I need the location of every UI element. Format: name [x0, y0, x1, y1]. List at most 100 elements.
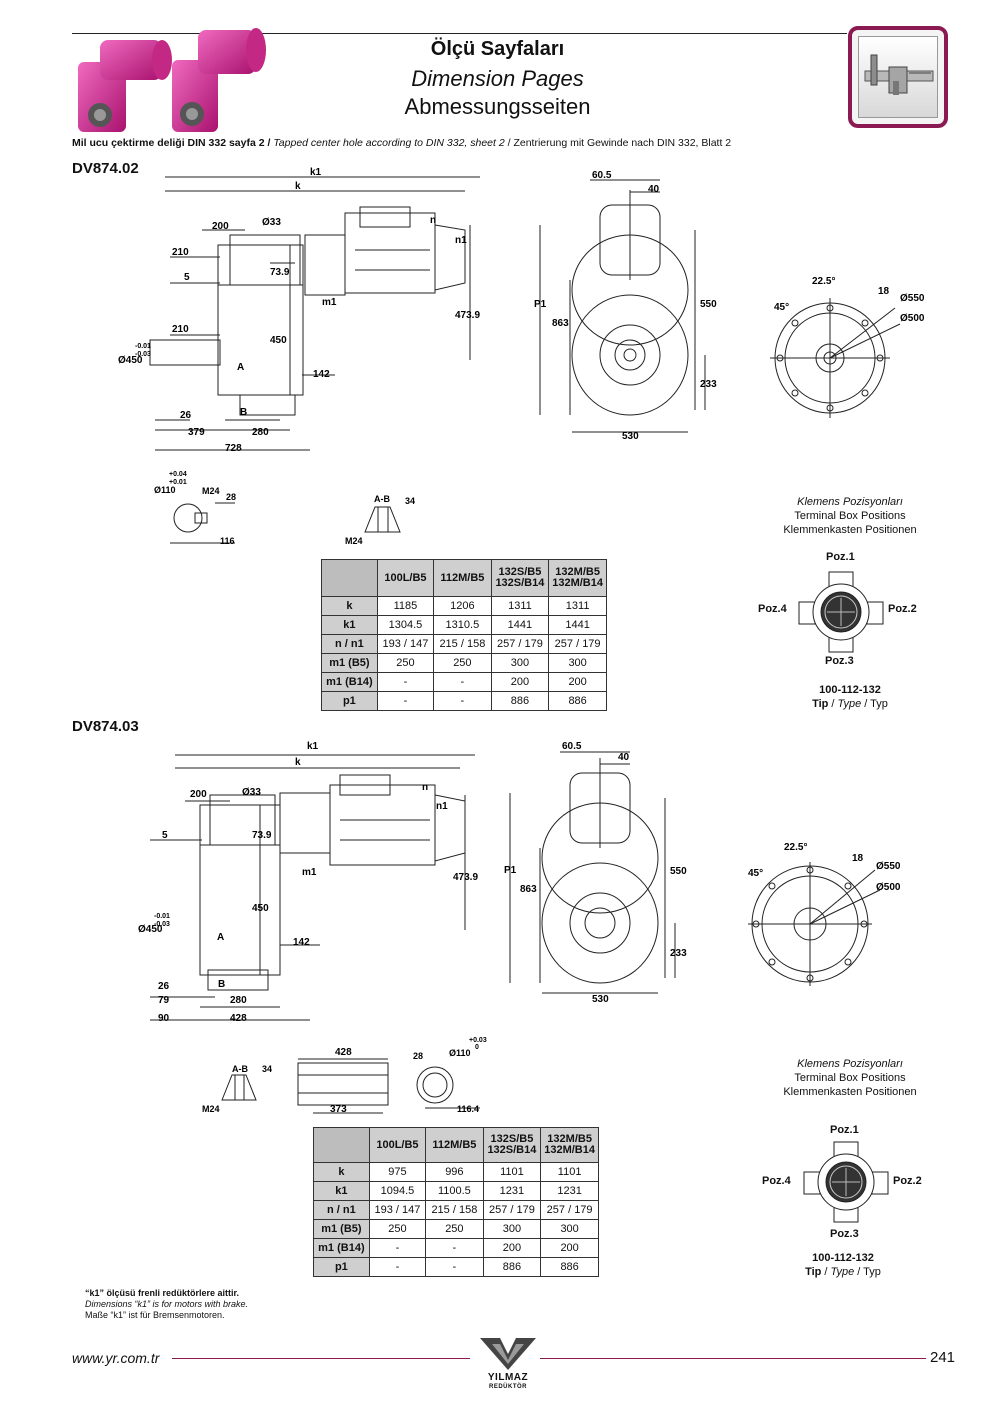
- dim-18: 18: [878, 286, 890, 297]
- table-header: 112M/B5: [433, 559, 492, 597]
- page-title-tr: Ölçü Sayfaları: [430, 38, 565, 60]
- poz1-label-1: Poz.1: [826, 551, 855, 563]
- label-b: B: [218, 979, 225, 990]
- dim-18: 18: [852, 853, 864, 864]
- shaft-thread: M24: [202, 486, 220, 496]
- dim-73-9: 73.9: [252, 830, 272, 841]
- page-number: 241: [930, 1349, 956, 1366]
- dim-550: 550: [700, 299, 717, 310]
- dim-m1: m1: [302, 867, 317, 878]
- note-tr: Mil ucu çektirme deliği DIN 332 sayfa 2 …: [72, 137, 271, 149]
- flange-view-drawing-1: 22.5° 18 45° Ø550 Ø500: [770, 276, 925, 418]
- shaft-diameter: Ø110: [154, 485, 176, 495]
- caliper-icon-box: [848, 26, 948, 128]
- ab-thread: M24: [345, 536, 363, 546]
- logo-wordmark: YILMAZ: [487, 1372, 529, 1383]
- table-header-row: 100L/B5 112M/B5 132S/B5 132S/B14 132M/B5…: [321, 559, 607, 597]
- ab-detail-1: A-B 34 M24: [345, 494, 415, 546]
- dim-5: 5: [184, 272, 190, 283]
- gearbox-photo-1: [78, 40, 172, 132]
- dim-n: n: [422, 782, 428, 793]
- dim-40: 40: [618, 752, 630, 763]
- dim-200: 200: [190, 789, 207, 800]
- dim-n1: n1: [436, 801, 448, 812]
- dim-280: 280: [252, 427, 269, 438]
- dim-k1: k1: [310, 167, 322, 178]
- poz2-label-2: Poz.2: [893, 1175, 922, 1187]
- shaft-length-28: 28: [413, 1051, 423, 1061]
- table-row: n / n1 193 / 147 215 / 158 257 / 179 257…: [321, 634, 607, 654]
- ab-thread: M24: [202, 1104, 220, 1114]
- hollow-length-428: 428: [335, 1047, 352, 1058]
- terminal-box-diagram-2: [803, 1141, 889, 1223]
- dim-tol-upper: -0.01: [154, 913, 170, 920]
- shaft-tol-up: +0.03: [469, 1037, 487, 1044]
- dim-p1: P1: [504, 865, 517, 876]
- table-header: 112M/B5: [425, 1127, 484, 1163]
- table-corner: [313, 1127, 370, 1163]
- dim-233: 233: [700, 379, 717, 390]
- shaft-length-116: 116: [220, 536, 235, 546]
- dim-450: 450: [252, 903, 269, 914]
- table-row: n / n1 193 / 147 215 / 158 257 / 179 257…: [313, 1200, 599, 1220]
- table-header: 132S/B5 132S/B14: [490, 559, 550, 597]
- dim-n1: n1: [455, 235, 467, 246]
- dim-n: n: [430, 215, 436, 226]
- dim-tol-upper: -0.01: [135, 343, 151, 350]
- caliper-icon: [864, 54, 934, 95]
- dim-728: 728: [225, 443, 242, 454]
- hollow-length-373: 373: [330, 1104, 347, 1115]
- terminal-type-2: 100-112-132 Tip / Type / Typ: [805, 1252, 881, 1278]
- table-row: k 1185 1206 1311 1311: [321, 596, 607, 616]
- dim-diameter-500: Ø500: [900, 313, 925, 324]
- product-photo: [78, 28, 266, 132]
- dim-45-deg: 45°: [748, 868, 763, 879]
- page-title-de: Abmessungsseiten: [404, 94, 591, 119]
- table-row: k 975 996 1101 1101: [313, 1162, 599, 1182]
- dim-40: 40: [648, 184, 660, 195]
- label-a: A: [237, 362, 244, 373]
- table-header: 132M/B5 132M/B14: [540, 1127, 599, 1163]
- ab-label: A-B: [232, 1064, 248, 1074]
- dim-233: 233: [670, 948, 687, 959]
- ab-length-34: 34: [262, 1064, 272, 1074]
- dim-diameter-33: Ø33: [242, 787, 261, 798]
- footer-rule-left: [172, 1358, 470, 1359]
- poz3-label-2: Poz.3: [830, 1228, 859, 1240]
- tapped-hole-note: Mil ucu çektirme deliği DIN 332 sayfa 2 …: [72, 137, 932, 149]
- brake-footnote: “k1” ölçüsü frenli redüktörlere aittir. …: [85, 1288, 249, 1320]
- table-header-row: 100L/B5 112M/B5 132S/B5 132S/B14 132M/B5…: [313, 1127, 599, 1163]
- poz2-label-1: Poz.2: [888, 603, 917, 615]
- side-view-drawing-1: k1 k 200 Ø33 210 5 73.9 n1 n m1 473.9 21…: [118, 167, 480, 454]
- dim-210-top: 210: [172, 247, 189, 258]
- dim-210-bottom: 210: [172, 324, 189, 335]
- side-view-drawing-2: k1 k 200 Ø33 5 73.9 n1 n m1 473.9 -0.01 …: [138, 741, 478, 1024]
- dim-26: 26: [158, 981, 170, 992]
- terminal-box-diagram-1: [798, 571, 884, 653]
- poz1-label-2: Poz.1: [830, 1124, 859, 1136]
- dim-200: 200: [212, 221, 229, 232]
- model-title-2: DV874.03: [72, 718, 139, 735]
- dim-diameter-450: Ø450: [118, 355, 143, 366]
- label-a: A: [217, 932, 224, 943]
- dim-26: 26: [180, 410, 192, 421]
- dim-142: 142: [293, 937, 310, 948]
- dim-diameter-33: Ø33: [262, 217, 281, 228]
- dim-tol-lower: -0.03: [135, 351, 151, 358]
- shaft-diameter: Ø110: [449, 1048, 471, 1058]
- front-view-drawing-2: 60.5 40 P1 863 550 233 530: [504, 741, 687, 1005]
- dim-22-5-deg: 22.5°: [784, 842, 807, 853]
- ab-length-34: 34: [405, 496, 415, 506]
- shaft-tol-down: 0: [475, 1044, 479, 1051]
- table-row: m1 (B5) 250 250 300 300: [321, 653, 607, 673]
- table-row: m1 (B5) 250 250 300 300: [313, 1219, 599, 1239]
- dim-m1: m1: [322, 297, 337, 308]
- spec-table-1: 100L/B5 112M/B5 132S/B5 132S/B14 132M/B5…: [321, 559, 607, 711]
- table-corner: [321, 559, 378, 597]
- dim-60-5: 60.5: [562, 741, 582, 752]
- footer-url-link[interactable]: www.yr.com.tr: [72, 1350, 160, 1366]
- ab-label: A-B: [374, 494, 390, 504]
- dim-379: 379: [188, 427, 205, 438]
- shaft-tol-up: +0.04: [169, 471, 187, 478]
- front-view-drawing-1: 60.5 40 P1 863 550 233 530: [534, 170, 717, 442]
